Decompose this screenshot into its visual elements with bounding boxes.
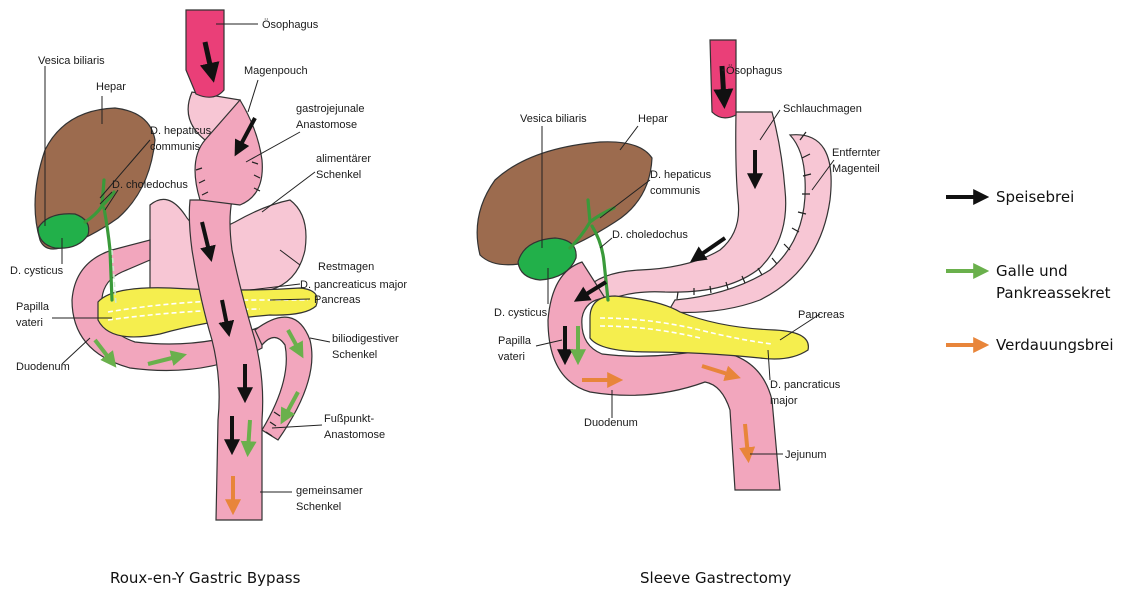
bypass-caption: Roux-en-Y Gastric Bypass [110, 569, 301, 587]
label-fuss-anastomose: Anastomose [324, 429, 385, 441]
label-gemeinsamer: gemeinsamer [296, 485, 363, 497]
sleeve-label-d-cysticus: D. cysticus [494, 307, 548, 319]
sleeve-label-entfernter: Entfernter [832, 147, 881, 159]
sleeve-label-duodenum: Duodenum [584, 417, 638, 429]
label-vateri: vateri [16, 317, 43, 329]
legend-chyme-label: Speisebrei [996, 188, 1074, 206]
sleeve-label-d-choledochus: D. choledochus [612, 229, 688, 241]
sleeve-label-vateri: vateri [498, 351, 525, 363]
label-fusspunkt: Fußpunkt- [324, 413, 374, 425]
sleeve-label-d-pancraticus: D. pancraticus [770, 379, 841, 391]
label-bilio-schenkel: Schenkel [332, 349, 377, 361]
sleeve-label-vesica-biliaris: Vesica biliaris [520, 113, 587, 125]
sleeve-diagram: Ösophagus Schlauchmagen Vesica biliaris … [477, 40, 880, 587]
legend-bile-label-2: Pankreassekret [996, 284, 1111, 302]
sleeve-label-d-hepaticus: D. hepaticus [650, 169, 712, 181]
sleeve-label-pancreas: Pancreas [798, 309, 845, 321]
label-hepar: Hepar [96, 81, 126, 93]
label-pancreas: Pancreas [314, 294, 361, 306]
label-d-cysticus: D. cysticus [10, 265, 64, 277]
sleeve-label-papilla: Papilla [498, 335, 532, 347]
sleeve-label-jejunum: Jejunum [785, 449, 827, 461]
label-gastrojejunale: gastrojejunale [296, 103, 365, 115]
label-d-pancreaticus-major: D. pancreaticus major [300, 279, 407, 291]
legend: Speisebrei Galle und Pankreassekret Verd… [946, 188, 1114, 354]
arrow-chyme [722, 66, 724, 100]
sleeve-label-hepar: Hepar [638, 113, 668, 125]
label-vesica-biliaris: Vesica biliaris [38, 55, 105, 67]
label-d-hepaticus: D. hepaticus [150, 125, 212, 137]
label-biliodigestiver: biliodigestiver [332, 333, 399, 345]
label-papilla: Papilla [16, 301, 50, 313]
biliodigestive-limb [255, 317, 312, 440]
label-duodenum: Duodenum [16, 361, 70, 373]
bypass-diagram: Ösophagus Magenpouch Vesica biliaris Hep… [10, 10, 407, 587]
label-d-choledochus: D. choledochus [112, 179, 188, 191]
sleeve-caption: Sleeve Gastrectomy [640, 569, 792, 587]
label-communis: communis [150, 141, 201, 153]
label-gem-schenkel: Schenkel [296, 501, 341, 513]
sleeve-label-magenteil: Magenteil [832, 163, 880, 175]
legend-digest-label: Verdauungsbrei [996, 336, 1114, 354]
arrow-bile [248, 420, 250, 450]
sleeve-label-esophagus: Ösophagus [726, 65, 783, 77]
legend-bile-label-1: Galle und [996, 262, 1068, 280]
label-gj-anastomose: Anastomose [296, 119, 357, 131]
label-alimentary-schenkel: Schenkel [316, 169, 361, 181]
sleeve-label-communis: communis [650, 185, 701, 197]
label-esophagus: Ösophagus [262, 19, 319, 31]
sleeve-label-schlauchmagen: Schlauchmagen [783, 103, 862, 115]
label-alimentaerer: alimentärer [316, 153, 371, 165]
label-magenpouch: Magenpouch [244, 65, 308, 77]
sleeve-label-major: major [770, 395, 798, 407]
label-restmagen: Restmagen [318, 261, 374, 273]
